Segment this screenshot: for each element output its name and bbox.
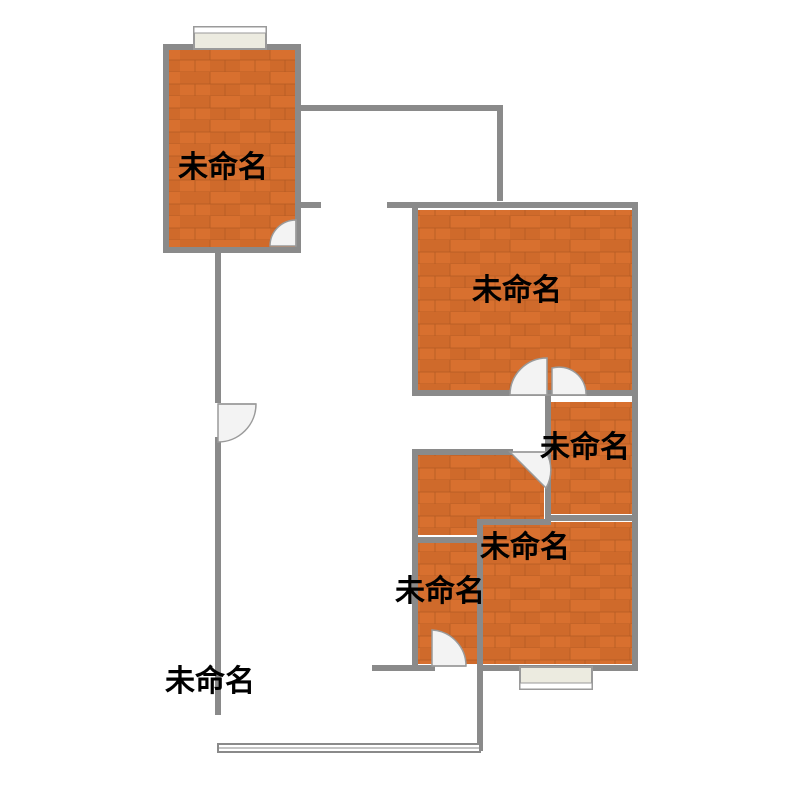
room-label-bottom-small: 未命名 bbox=[395, 574, 485, 609]
floor-right-large bbox=[418, 210, 632, 390]
room-label-right-small: 未命名 bbox=[540, 430, 630, 465]
door-bottom-small bbox=[431, 629, 467, 667]
window-bottom bbox=[519, 666, 593, 690]
floor-bottom-right bbox=[480, 522, 632, 664]
room-label-corridor: 未命名 bbox=[165, 664, 255, 699]
room-label-top-left: 未命名 bbox=[178, 150, 268, 185]
door-right-small bbox=[508, 451, 552, 490]
door-corridor bbox=[217, 403, 257, 443]
door-right-large-2 bbox=[551, 366, 587, 396]
floor-right-small bbox=[550, 402, 632, 514]
balcony-rail bbox=[217, 743, 481, 753]
room-label-bottom-right: 未命名 bbox=[480, 530, 570, 565]
door-right-large-1 bbox=[509, 357, 548, 396]
window-top bbox=[193, 26, 267, 50]
doors bbox=[217, 219, 587, 667]
door-top-left bbox=[269, 219, 297, 247]
room-label-right-large: 未命名 bbox=[472, 273, 562, 308]
floor-top-left bbox=[169, 50, 295, 248]
